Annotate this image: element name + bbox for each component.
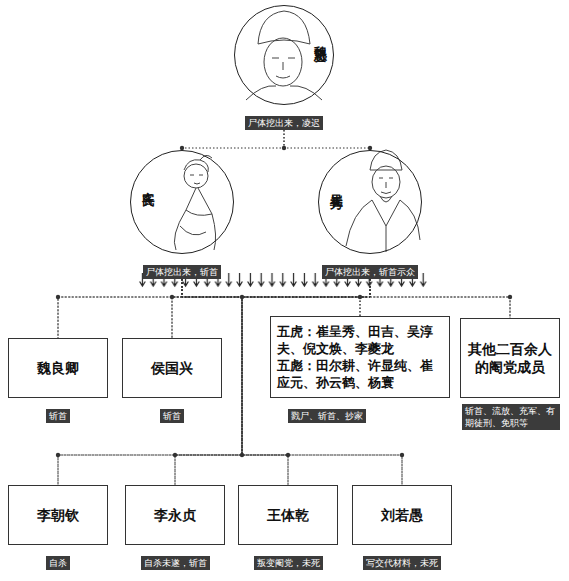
- portrait-sketch: [246, 11, 322, 100]
- caption-row: 斩首: [8, 404, 108, 423]
- caption-row: 尸体挖出来，斩首: [130, 260, 234, 279]
- person-name: 五虎：崔呈秀、田吉、吴淳夫、倪文焕、李夔龙: [277, 323, 443, 357]
- portrait-sketch: [174, 155, 215, 250]
- name-box: 其他二百余人的阉党成员: [460, 318, 560, 398]
- connector: [172, 279, 182, 338]
- person-box: 侯国兴斩首: [122, 338, 222, 423]
- person-box: 王体乾叛变阉党，未死: [238, 485, 338, 570]
- person-name: 王体乾: [267, 506, 309, 524]
- outcome-caption: 叛变阉党，未死: [254, 556, 323, 570]
- person-name: 魏良卿: [37, 359, 79, 377]
- portrait-node: 魏忠贤尸体挖出来，凌迟: [234, 5, 334, 130]
- person-name: 客氏: [139, 181, 157, 183]
- person-box: 李朝钦自杀: [8, 485, 108, 570]
- junction-dots: [56, 146, 512, 457]
- connector: [182, 130, 284, 150]
- caption-row: 斩首、流放、充军、有期徒刑、免职等: [460, 404, 560, 430]
- person-box: 其他二百余人的阉党成员斩首、流放、充军、有期徒刑、免职等: [460, 318, 560, 430]
- portrait-node: 客氏尸体挖出来，斩首: [130, 150, 234, 279]
- connector: [370, 279, 510, 318]
- portrait-circle: 客氏: [130, 150, 234, 254]
- outcome-caption: 写交代材料，未死: [363, 556, 441, 570]
- name-box: 李朝钦: [8, 485, 108, 545]
- outcome-caption: 尸体挖出来，斩首示众: [322, 265, 418, 279]
- person-name: 五彪：田尔耕、许显纯、崔应元、孙云鹤、杨寰: [277, 357, 443, 391]
- outcome-caption: 斩首: [160, 409, 184, 423]
- portrait-circle: 魏忠贤: [234, 5, 334, 105]
- person-name: 刘若愚: [381, 506, 423, 524]
- person-box: 刘若愚写交代材料，未死: [352, 485, 452, 570]
- outcome-caption: 自杀未遂，斩首: [141, 556, 210, 570]
- outcome-caption: 尸体挖出来，凌迟: [245, 116, 323, 130]
- person-name: 魏忠贤: [311, 36, 329, 39]
- person-name: 其他二百余人的阉党成员: [467, 340, 553, 376]
- caption-row: 写交代材料，未死: [352, 551, 452, 570]
- portrait-circle: 崔呈秀: [318, 150, 422, 254]
- connector: [58, 279, 182, 338]
- caption-row: 戮尸、斩首、抄家: [270, 404, 450, 423]
- person-box: 李永贞自杀未遂，斩首: [125, 485, 225, 570]
- caption-row: 叛变阉党，未死: [238, 551, 338, 570]
- name-box: 五虎：崔呈秀、田吉、吴淳夫、倪文焕、李夔龙五彪：田尔耕、许显纯、崔应元、孙云鹤、…: [270, 316, 450, 398]
- portrait-node: 崔呈秀尸体挖出来，斩首示众: [318, 150, 422, 279]
- person-box: 魏良卿斩首: [8, 338, 108, 423]
- caption-row: 斩首: [122, 404, 222, 423]
- outcome-caption: 自杀: [46, 556, 70, 570]
- connector: [182, 279, 510, 318]
- name-box: 侯国兴: [122, 338, 222, 398]
- caption-row: 自杀: [8, 551, 108, 570]
- name-box: 刘若愚: [352, 485, 452, 545]
- person-box: 五虎：崔呈秀、田吉、吴淳夫、倪文焕、李夔龙五彪：田尔耕、许显纯、崔应元、孙云鹤、…: [270, 316, 450, 423]
- person-name: 李永贞: [154, 506, 196, 524]
- name-box: 王体乾: [238, 485, 338, 545]
- connector: [360, 279, 370, 316]
- outcome-caption: 尸体挖出来，斩首: [143, 265, 221, 279]
- caption-row: 自杀未遂，斩首: [125, 551, 225, 570]
- caption-row: 尸体挖出来，凌迟: [234, 111, 334, 130]
- connector: [284, 130, 370, 150]
- outcome-caption: 斩首: [46, 409, 70, 423]
- outcome-caption: 戮尸、斩首、抄家: [288, 409, 366, 423]
- caption-row: 尸体挖出来，斩首示众: [318, 260, 422, 279]
- person-name: 侯国兴: [151, 359, 193, 377]
- person-name: 李朝钦: [37, 506, 79, 524]
- name-box: 魏良卿: [8, 338, 108, 398]
- outcome-caption: 斩首、流放、充军、有期徒刑、免职等: [462, 404, 560, 430]
- portrait-sketch: [346, 150, 420, 252]
- person-name: 崔呈秀: [327, 183, 345, 186]
- name-box: 李永贞: [125, 485, 225, 545]
